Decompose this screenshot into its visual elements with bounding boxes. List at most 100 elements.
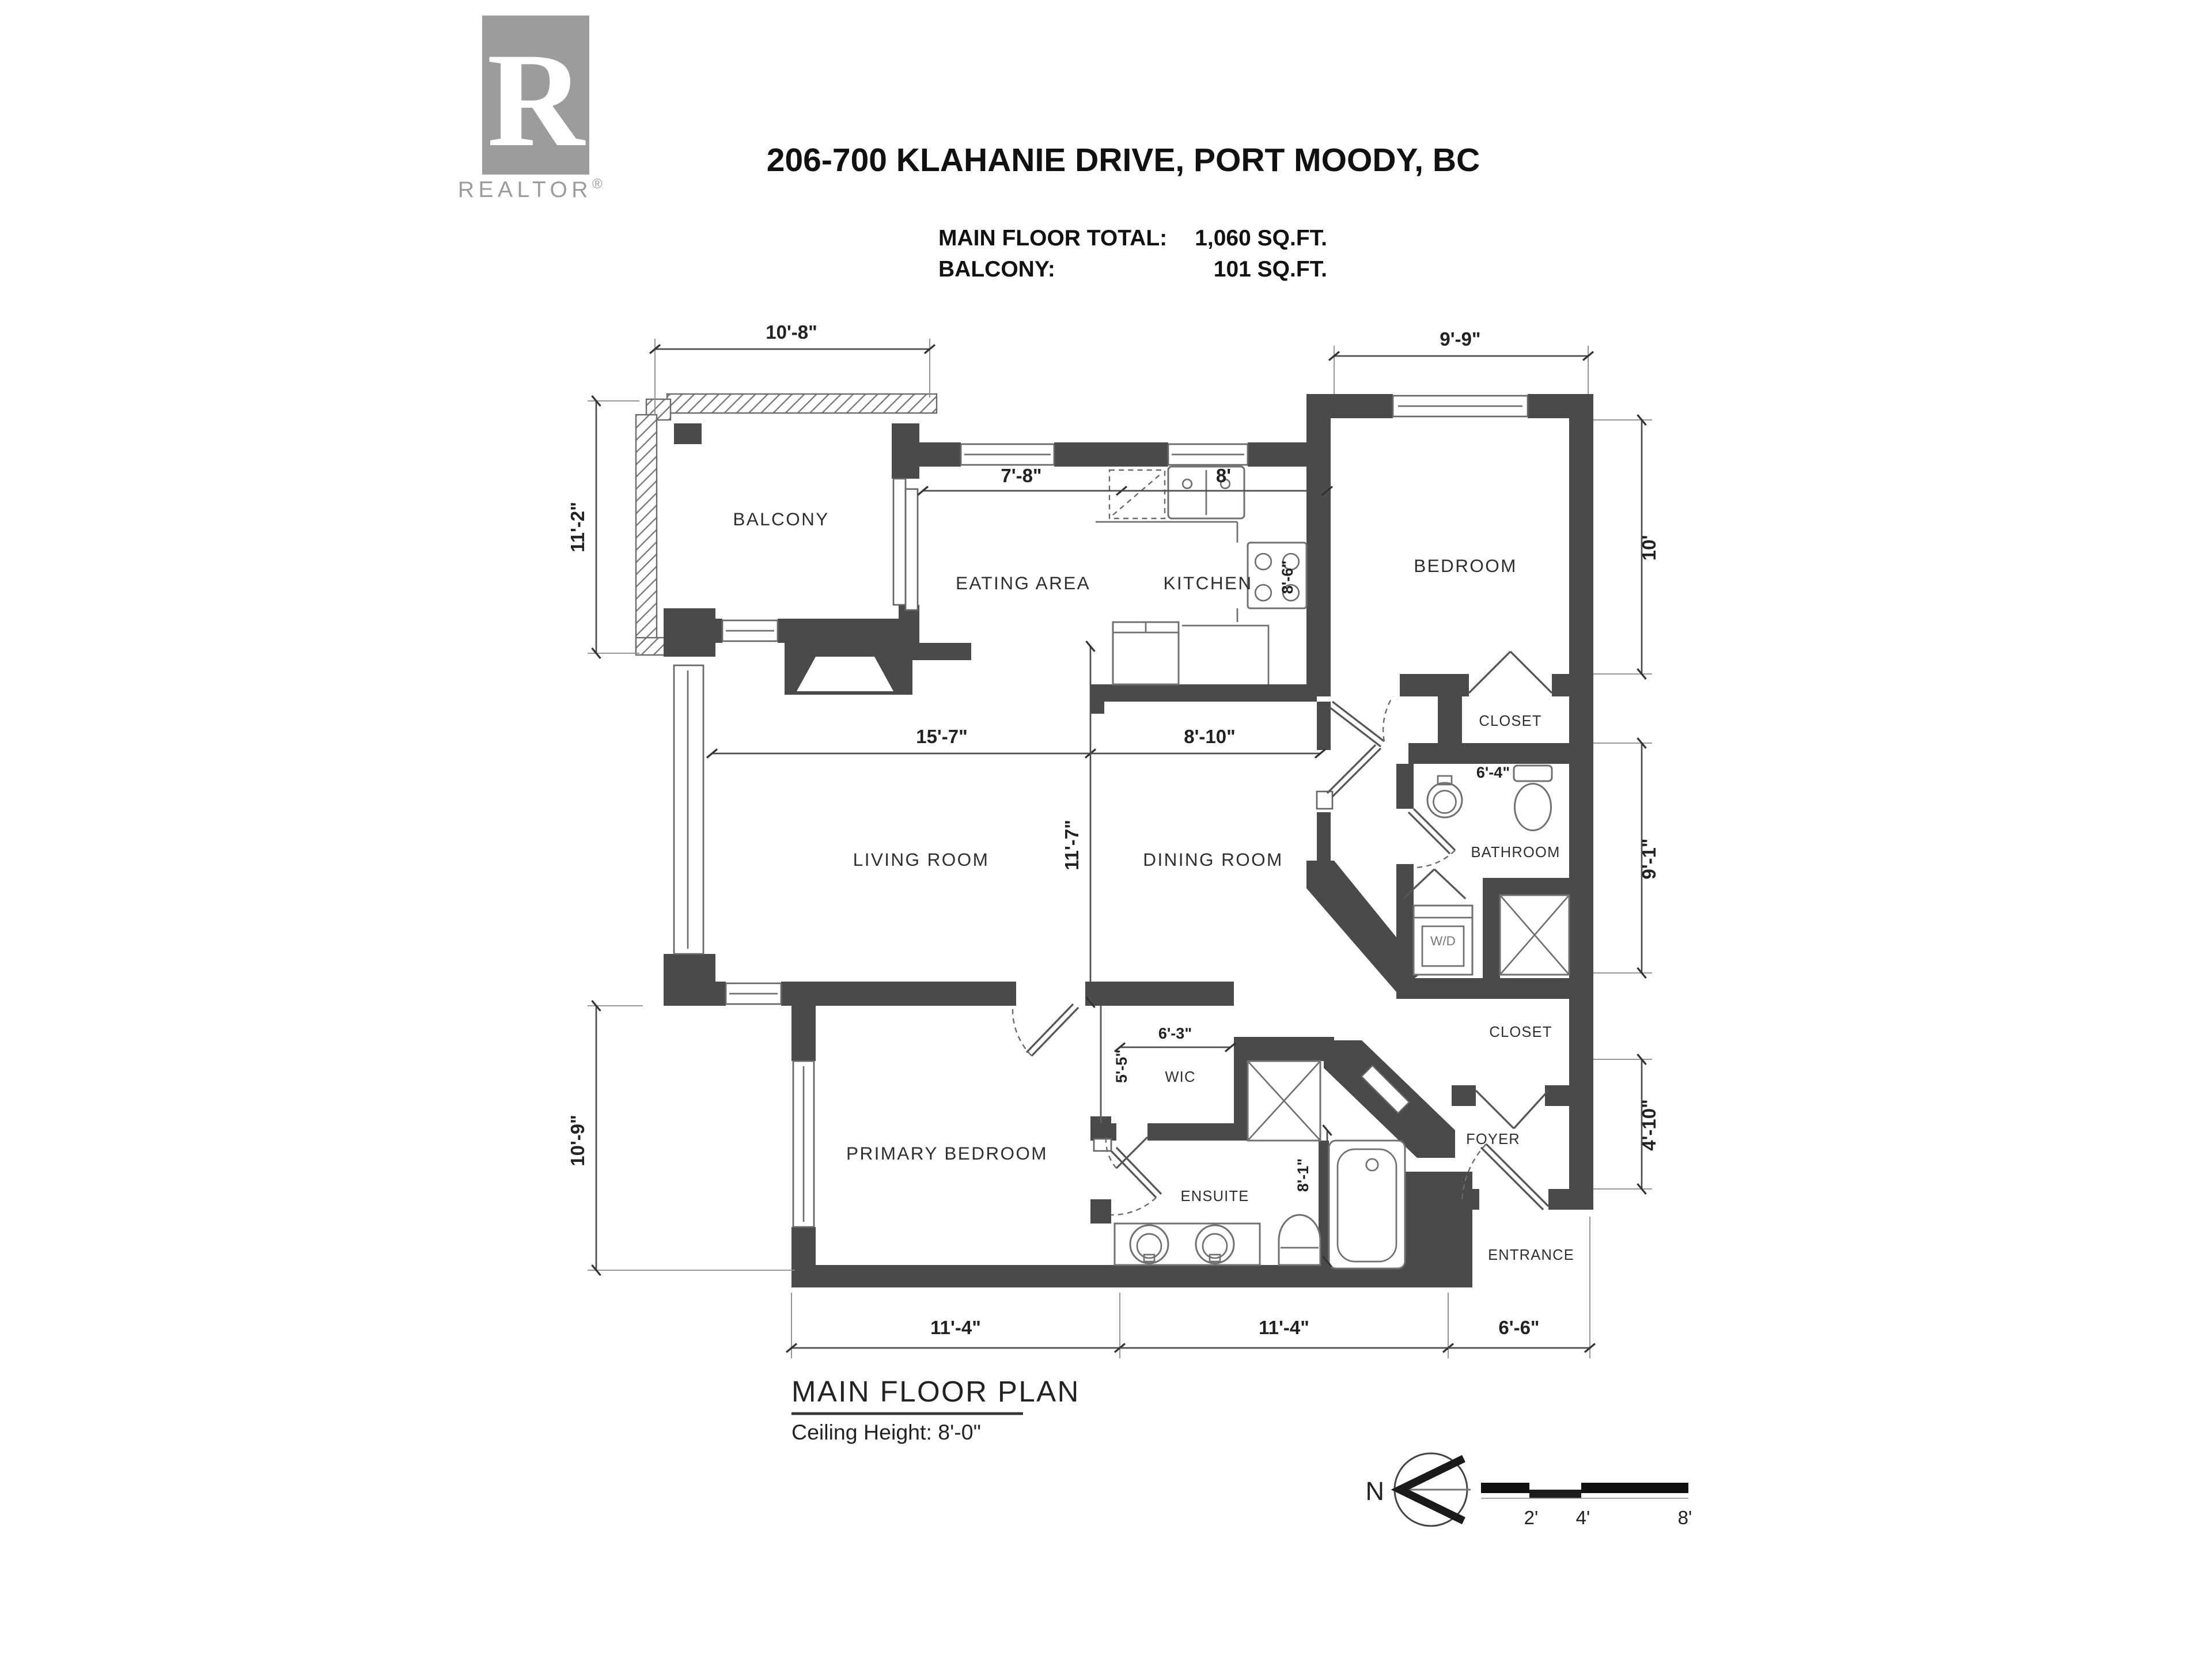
wall-segment: [1569, 394, 1593, 1210]
dim-label: 8'-10": [1184, 726, 1236, 747]
fridge: [1112, 621, 1180, 685]
bifold-wd-alcove: [1402, 868, 1467, 900]
scale-bar: 2' 4' 8': [1481, 1483, 1692, 1528]
dim-label: 5'-5": [1113, 1050, 1130, 1083]
wall-segment: [791, 1006, 816, 1061]
room-label-entrance: ENTRANCE: [1488, 1247, 1574, 1263]
wall-segment: [1545, 1085, 1593, 1106]
wall-segment: [1306, 467, 1331, 674]
room-label-eating: EATING AREA: [956, 573, 1090, 593]
room-label-living: LIVING ROOM: [853, 849, 989, 870]
window-eating: [960, 443, 1055, 466]
dim-label: 6'-6": [1498, 1317, 1539, 1338]
area-summary: MAIN FLOOR TOTAL: 1,060 SQ.FT. BALCONY: …: [938, 226, 1327, 282]
bifold-foyer-closet: [1475, 1089, 1550, 1130]
north-arrow: N: [1366, 1452, 1471, 1527]
summary-label-balcony: BALCONY:: [938, 257, 1055, 282]
north-label: N: [1366, 1476, 1385, 1506]
dim-label: 8'-1": [1294, 1158, 1312, 1192]
dim-label: 8': [1216, 465, 1231, 486]
wall-segment: [1054, 442, 1168, 467]
wall-segment: [1090, 684, 1317, 702]
diagonal-door-panel: [1360, 1064, 1411, 1115]
wall-segment: [1090, 684, 1104, 714]
bathtub: [1328, 1139, 1406, 1270]
wall-segment: [1408, 743, 1593, 764]
scale-label: 4': [1576, 1507, 1590, 1528]
kitchen-counter: [1096, 521, 1270, 684]
door-primary-bedroom: [1012, 1003, 1080, 1057]
wall-segment: [1396, 764, 1414, 809]
washer-dryer: [1412, 904, 1474, 976]
windows: [673, 395, 1529, 1228]
wall-segment: [1090, 1199, 1111, 1224]
wall-segment: [1317, 702, 1331, 750]
scale-segment: [1481, 1483, 1529, 1493]
ceiling-height: Ceiling Height: 8'-0": [791, 1420, 981, 1444]
railing-left: [635, 414, 658, 654]
doors: [1012, 650, 1553, 1216]
wall-segment: [698, 982, 726, 1006]
door-wic: [1105, 1136, 1149, 1169]
stove: [1247, 541, 1308, 609]
bifold-bedroom-closet: [1468, 650, 1553, 694]
wall-segment: [1234, 1061, 1248, 1141]
dim-label: 6'-4": [1476, 764, 1510, 781]
summary-value-main: 1,060 SQ.FT.: [1195, 226, 1327, 251]
summary-label-main: MAIN FLOOR TOTAL:: [938, 226, 1167, 251]
kitchen-sink: [1167, 465, 1245, 520]
door-dining-hall: [1316, 744, 1382, 810]
ensuite-vanity: [1113, 1222, 1261, 1266]
dim-label: 15'-7": [916, 726, 968, 747]
door-bathroom: [1407, 808, 1456, 869]
realtor-logo: R REALTOR®: [458, 16, 607, 202]
bathroom-sink: [1426, 775, 1463, 819]
dim-label: 10'-9": [567, 1115, 588, 1166]
room-label-balcony: BALCONY: [733, 509, 829, 529]
window-primary-left: [792, 1060, 815, 1228]
wall-segment: [674, 423, 702, 444]
wall-segment: [892, 442, 961, 467]
diagonal-wall: [1306, 861, 1424, 992]
dim-label: 10': [1638, 535, 1660, 561]
wall-segment: [1403, 1172, 1472, 1275]
window-kitchen: [1167, 443, 1249, 466]
wall-segment: [1234, 1037, 1334, 1061]
dim-label: 11'-4": [1259, 1317, 1309, 1338]
compass-chevron-icon: [1391, 1455, 1465, 1525]
plan-title: MAIN FLOOR PLAN: [791, 1375, 1080, 1408]
page-title: 206-700 KLAHANIE DRIVE, PORT MOODY, BC: [767, 142, 1480, 179]
plan-footer: MAIN FLOOR PLAN Ceiling Height: 8'-0": [791, 1375, 1080, 1444]
window-balcony-wall: [721, 619, 779, 642]
fireplace-opening: [797, 657, 893, 691]
wall-segment: [1306, 394, 1331, 467]
window-living-bottom: [725, 982, 782, 1005]
room-label-bathroom: BATHROOM: [1471, 844, 1560, 861]
window-living-left: [673, 664, 704, 955]
ensuite-toilet: [1278, 1214, 1321, 1266]
room-label-dining: DINING ROOM: [1143, 849, 1283, 870]
wall-segment: [791, 1227, 816, 1268]
sliding-door-balcony: [892, 478, 919, 611]
balcony-railings: [635, 393, 938, 656]
dim-label: 11'-4": [930, 1317, 981, 1338]
door-bedroom-hall: [1328, 696, 1394, 748]
shower-ensuite: [1247, 1060, 1321, 1142]
wall-segment: [781, 982, 1016, 1006]
dim-label: 7'-8": [1001, 465, 1041, 486]
scale-label: 8': [1678, 1507, 1692, 1528]
fixtures: [1096, 465, 1570, 1270]
realtor-wordmark: REALTOR®: [458, 176, 607, 202]
shower-bathroom: [1499, 894, 1570, 976]
wall-segment: [664, 619, 722, 643]
dim-label: 10'-8": [766, 321, 817, 343]
dim-label: 8'-6": [1279, 560, 1296, 594]
railing-top: [666, 393, 938, 414]
room-label-bedroom-closet: CLOSET: [1479, 713, 1541, 729]
room-label-bedroom: BEDROOM: [1414, 555, 1517, 576]
room-label-wic: WIC: [1165, 1069, 1195, 1085]
room-label-foyer-closet: CLOSET: [1489, 1024, 1552, 1040]
door-entrance: [1461, 1143, 1550, 1211]
